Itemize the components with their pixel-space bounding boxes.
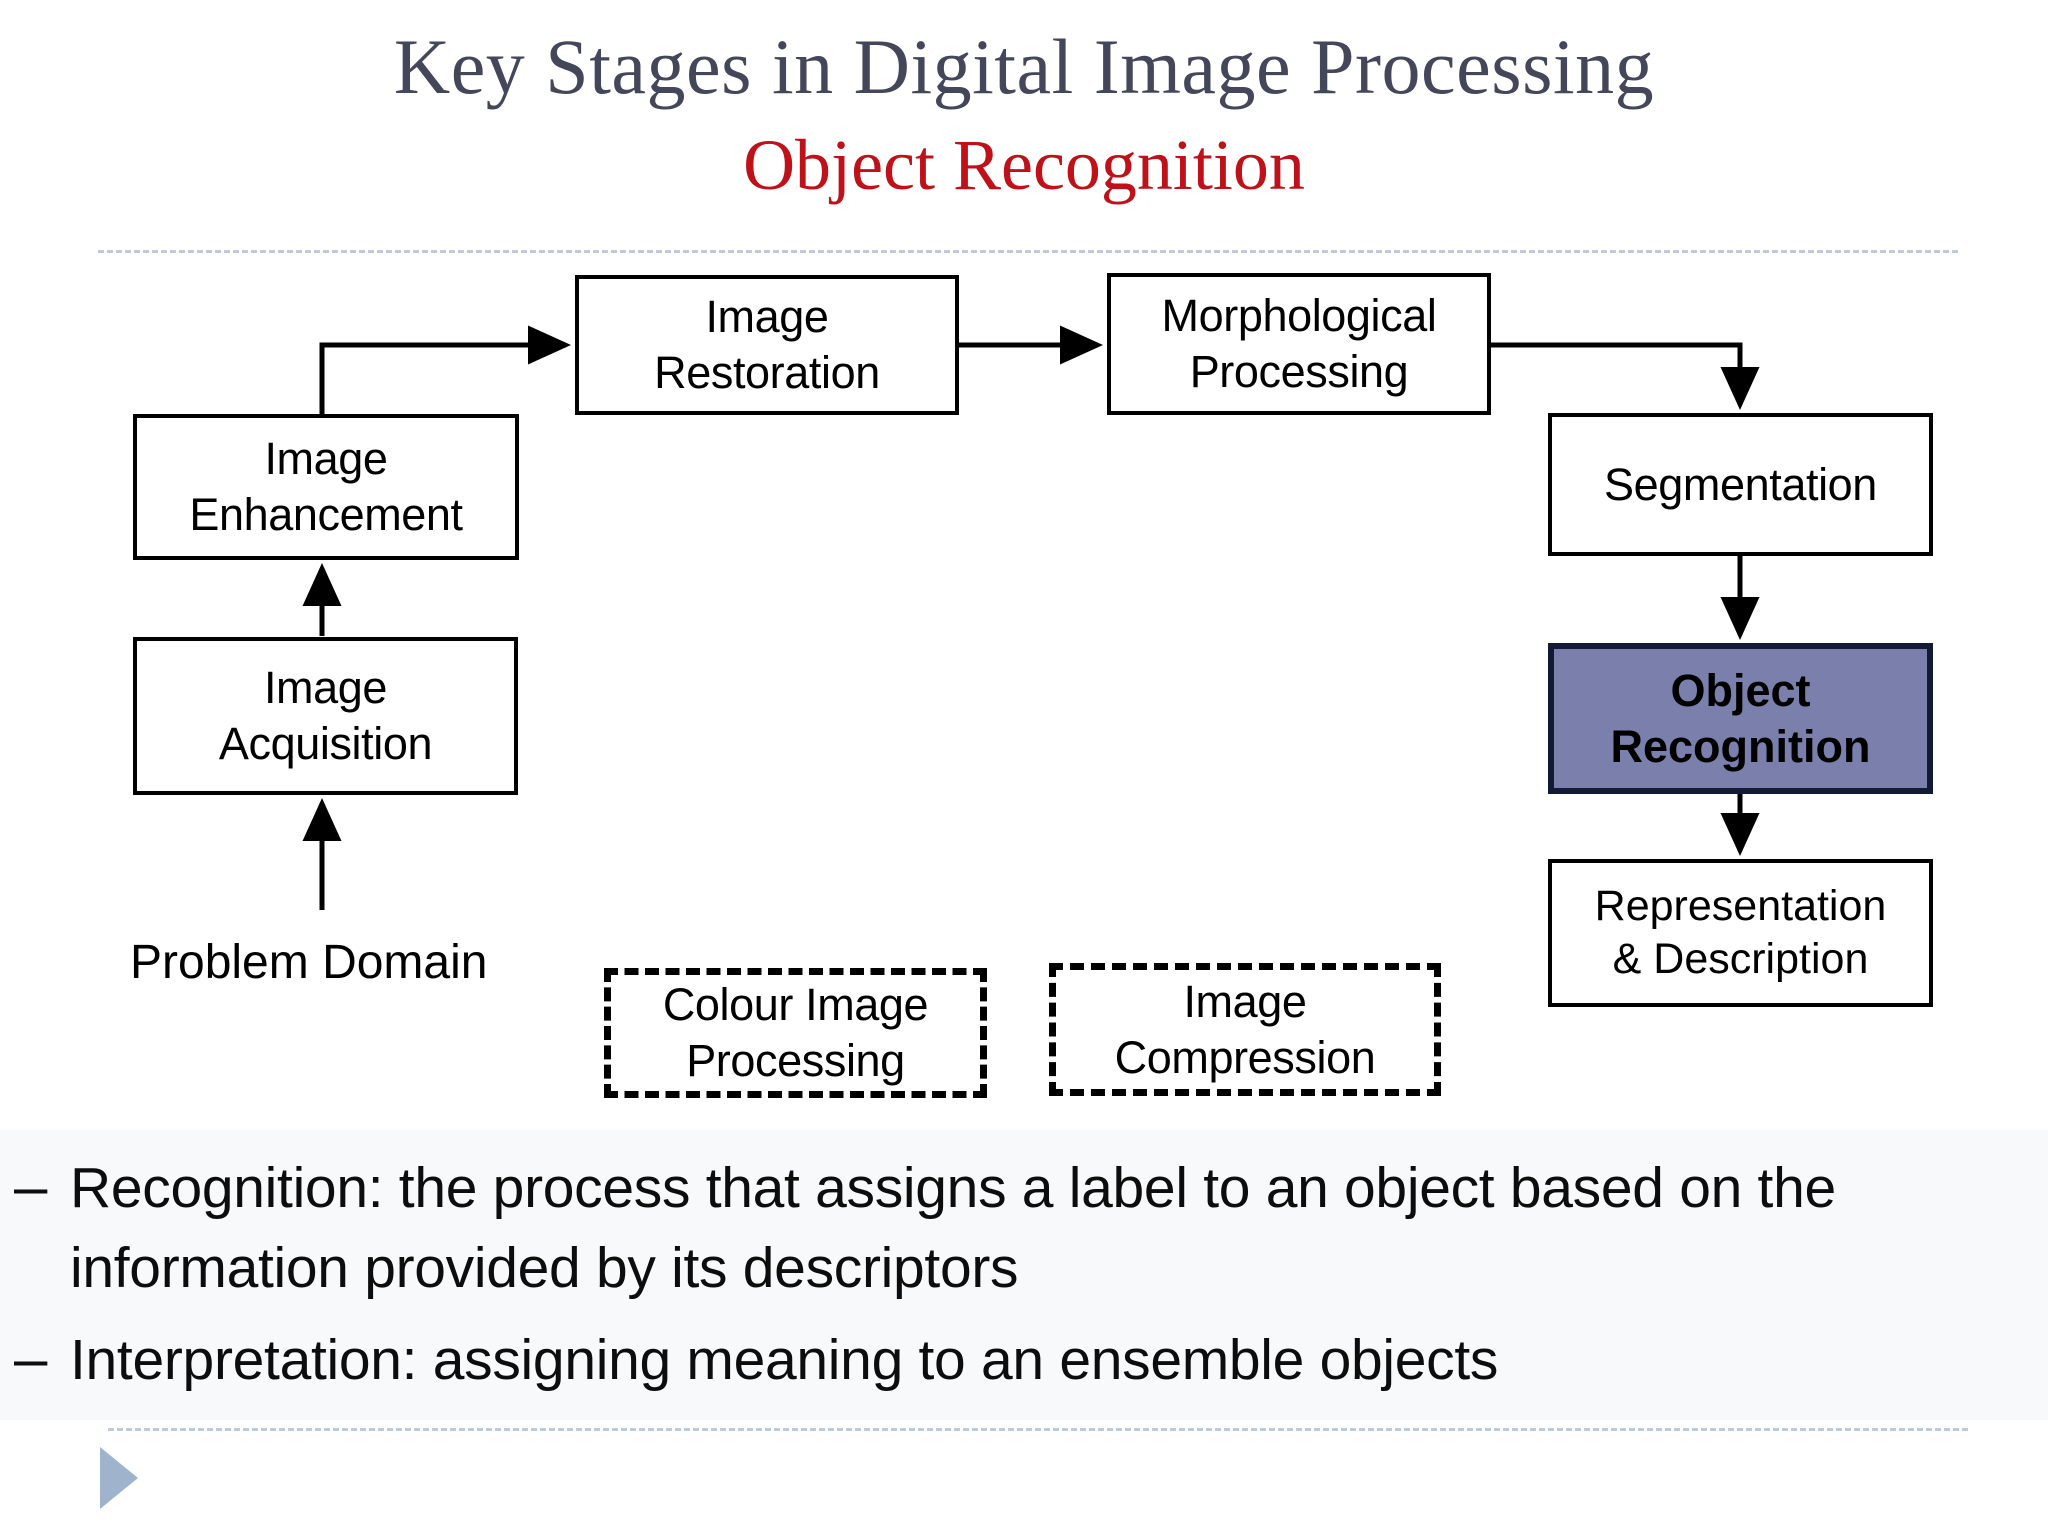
title-area: Key Stages in Digital Image Processing O… [0, 0, 2048, 240]
node-segmentation-label: Segmentation [1604, 458, 1877, 510]
node-segmentation[interactable]: Segmentation [1548, 413, 1933, 556]
bullet-text: Interpretation: assigning meaning to an … [70, 1328, 1499, 1392]
node-representation-and-description-label: Representation& Description [1594, 882, 1887, 983]
play-triangle-icon[interactable] [100, 1447, 138, 1509]
body-text-area: – Recognition: the process that assigns … [0, 1130, 2048, 1420]
label-problem-domain: Problem Domain [130, 936, 488, 989]
bullet-item: – Recognition: the process that assigns … [14, 1148, 2034, 1308]
divider-top [98, 250, 1958, 253]
node-representation-and-description[interactable]: Representation& Description [1548, 859, 1933, 1007]
bullet-item: – Interpretation: assigning meaning to a… [14, 1320, 2034, 1400]
bullet-dash-icon: – [14, 1325, 48, 1392]
edge-morphological-to-segmentation [1491, 342, 1760, 411]
page-subtitle: Object Recognition [743, 125, 1305, 205]
divider-bottom [108, 1428, 1968, 1431]
diagram-connectors [302, 325, 1760, 910]
bullet-text: Recognition: the process that assigns a … [70, 1156, 1836, 1300]
page-title: Key Stages in Digital Image Processing [393, 23, 1655, 110]
edge-enhancement-to-restoration [319, 325, 572, 414]
bullet-dash-icon: – [14, 1153, 48, 1220]
